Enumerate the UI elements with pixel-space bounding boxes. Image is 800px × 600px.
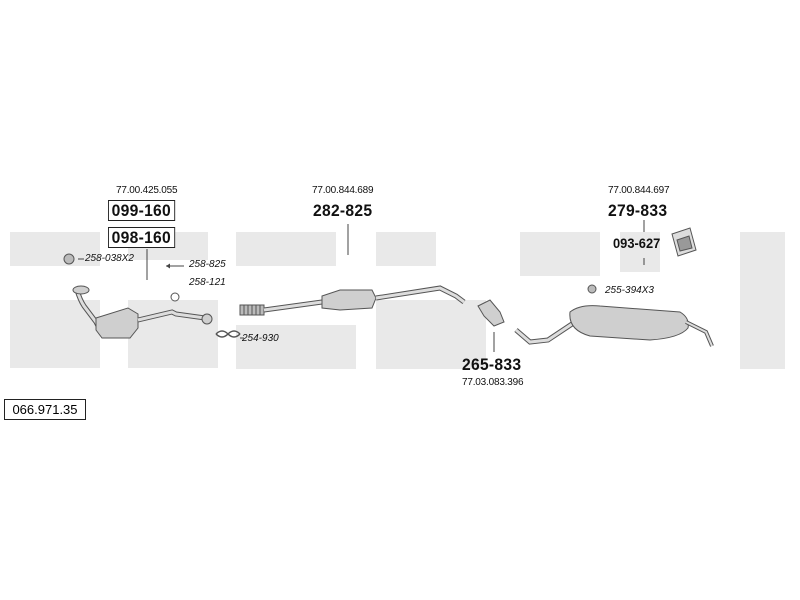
leader-lines (78, 220, 645, 352)
catalytic-converter (95, 307, 139, 339)
rear-silencer (569, 305, 689, 341)
part-265-833[interactable]: 265-833 (462, 355, 522, 374)
oem-ref-middle: 77.00.844.689 (312, 185, 374, 196)
accessory-258-121[interactable]: 258-121 (189, 277, 226, 288)
oem-ref-rear: 77.00.844.697 (608, 185, 670, 196)
accessory-258-825[interactable]: 258-825 (189, 259, 226, 270)
accessory-255-394x3[interactable]: 255-394X3 (605, 285, 654, 296)
diagram-number: 066.971.35 (4, 399, 86, 420)
accessory-254-930[interactable]: 254-930 (242, 333, 279, 344)
arrow-icon (166, 263, 170, 269)
rubber-ring-icon (587, 284, 597, 294)
oem-ref-connector: 77.03.083.396 (462, 377, 524, 388)
gasket-ring (170, 292, 180, 302)
connector-pipe (477, 299, 505, 327)
part-098-160[interactable]: 098-160 (108, 227, 175, 248)
part-282-825[interactable]: 282-825 (313, 201, 373, 220)
oem-ref-front: 77.00.425.055 (116, 185, 178, 196)
middle-silencer (321, 289, 377, 311)
part-279-833[interactable]: 279-833 (608, 201, 668, 220)
part-099-160[interactable]: 099-160 (108, 200, 175, 221)
front-flange (72, 285, 90, 295)
part-093-627[interactable]: 093-627 (613, 235, 661, 251)
clamp-icon (215, 330, 241, 338)
nut-icon (63, 253, 75, 265)
exhaust-parts (63, 227, 714, 347)
accessory-258-038x2[interactable]: 258-038X2 (85, 253, 134, 264)
